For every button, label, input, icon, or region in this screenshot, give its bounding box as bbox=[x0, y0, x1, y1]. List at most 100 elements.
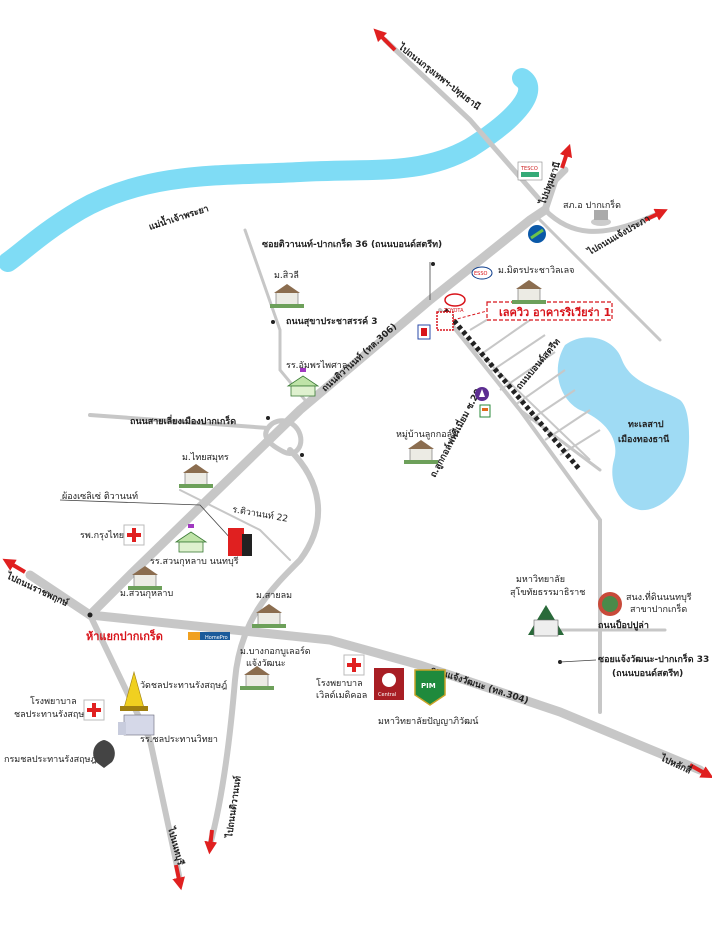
label-silili: ม.สิวลี bbox=[274, 270, 299, 281]
roads bbox=[25, 37, 705, 883]
project-pointer-box bbox=[436, 311, 454, 331]
label-condo: ผ้องเซลิเซ่ ติวานนท์ bbox=[62, 490, 138, 502]
house-icon bbox=[270, 284, 304, 308]
arrow-bottom-mid bbox=[204, 829, 218, 855]
label-suan-village: ม.สวนกุหลาบ bbox=[120, 589, 173, 599]
lake bbox=[557, 337, 690, 511]
pagoda-icon bbox=[120, 670, 148, 711]
road-soi36 bbox=[243, 228, 307, 402]
label-hosp-world-a: โรงพยาบาล bbox=[316, 678, 363, 689]
school-icon bbox=[286, 368, 320, 397]
project-leader bbox=[452, 310, 488, 321]
label-luk-golf: หมู่บ้านลูกกอล์ฟ bbox=[396, 428, 459, 440]
label-sailom: ม.สายลม bbox=[256, 591, 292, 601]
label-hosp-chon-a: โรงพยาบาล bbox=[30, 696, 77, 707]
road-label-tiwanon: ถนนติวานนท์ (ทล.306) bbox=[319, 320, 399, 394]
label-mitr: ม.มิตรประชาวิลเลจ bbox=[498, 265, 574, 276]
house-icon bbox=[179, 464, 213, 488]
road-bypass-west bbox=[88, 413, 270, 430]
leader-lines bbox=[59, 262, 597, 663]
river bbox=[0, 68, 539, 272]
dir-bottom-left: ไปนนทบุรี bbox=[165, 825, 187, 867]
label-land-a: สนง.ที่ดินนนทบุรี bbox=[626, 590, 692, 603]
road-label-popular: ถนนป็อปปูล่า bbox=[598, 618, 649, 631]
hospital-icons bbox=[83, 524, 365, 721]
road-top bbox=[382, 37, 543, 203]
seven-eleven-logo bbox=[479, 404, 491, 418]
arrow-pracha bbox=[644, 208, 668, 222]
hospital-cross-icon bbox=[83, 699, 105, 721]
house-icon bbox=[128, 566, 162, 590]
label-hosp-world-b: เวิลด์เมดิคอล bbox=[316, 689, 367, 701]
svg-text:ESSO: ESSO bbox=[474, 271, 488, 277]
svg-text:TESCO: TESCO bbox=[520, 166, 538, 172]
garuda-icon bbox=[93, 740, 115, 768]
river-label: แม่น้ำเจ้าพระยา bbox=[147, 201, 210, 233]
road-south bbox=[87, 612, 183, 883]
central-logo: Central bbox=[374, 668, 404, 700]
road-label-bypass: ถนนสายเลี่ยงเมืองปากเกร็ด bbox=[130, 414, 236, 427]
stou-building-icon bbox=[528, 605, 564, 637]
label-school-um: รร.อัมพรไพศาล bbox=[286, 360, 347, 371]
arrow-bottom-left bbox=[172, 864, 185, 891]
direction-arrows bbox=[2, 28, 712, 891]
label-thai-samut: ม.ไทยสมุทร bbox=[182, 452, 229, 463]
dir-bottom-mid: ไปถนนติวานนท์ bbox=[223, 775, 244, 839]
label-school-suan: รร.สวนกุหลาบ นนทบุรี bbox=[150, 556, 239, 567]
label-boulevard-a: ม.บางกอกบูเลอร์ด bbox=[240, 645, 311, 657]
condo-building-icon bbox=[228, 528, 252, 556]
arrow-top bbox=[373, 28, 397, 52]
school-building-icon bbox=[118, 714, 155, 736]
label-land-b: สาขาปากเกร็ด bbox=[630, 602, 687, 615]
lake-label: ทะเลสาป bbox=[628, 419, 664, 430]
road-bypass bbox=[207, 447, 322, 848]
road-label-soi22: ร.ติวานนท์ 22 bbox=[231, 503, 288, 525]
label-stou-b: สุโขทัยธรรมาธิราช bbox=[510, 587, 585, 598]
label-hosp-chon-b: ชลประทานรังสฤษฎ์ bbox=[14, 708, 90, 720]
arrow-right bbox=[689, 763, 712, 779]
road-east bbox=[538, 218, 662, 342]
ptt-logo bbox=[528, 225, 546, 243]
road-bond bbox=[438, 308, 602, 714]
house-icon bbox=[512, 280, 546, 304]
toyota-logo: TOYOTA bbox=[443, 293, 466, 314]
house-icon bbox=[404, 440, 438, 464]
label-pim: มหาวิทยาลัยปัญญาภิวัฒน์ bbox=[378, 715, 478, 727]
hospital-cross-icon bbox=[123, 524, 145, 546]
label-school-chon: รร.ชลประทานวิทยา bbox=[140, 734, 218, 745]
flag-logo bbox=[417, 324, 431, 340]
road-tiwanon bbox=[85, 205, 550, 620]
gas-station-logo bbox=[475, 387, 489, 401]
svg-text:HomePro: HomePro bbox=[205, 635, 228, 641]
svg-text:PIM: PIM bbox=[421, 682, 436, 690]
project-road bbox=[443, 308, 582, 472]
pim-logo: PIM bbox=[414, 669, 446, 706]
house-icon bbox=[252, 604, 286, 628]
road-bypass-ring bbox=[263, 418, 304, 456]
dir-top: ไปถนนกรุงเทพฯ-ปทุมธานี bbox=[395, 40, 483, 113]
house-icon bbox=[240, 666, 274, 690]
house-icons bbox=[128, 280, 546, 690]
lake-label-2: เมืองทองธานี bbox=[618, 433, 670, 445]
label-hosp-krungthai: รพ.กรุงไทย bbox=[80, 530, 124, 541]
tesco-logo: TESCO bbox=[517, 161, 543, 181]
homepro-logo: HomePro bbox=[188, 632, 230, 641]
police-logo bbox=[591, 210, 611, 226]
road-label-bond: ถนนบอนด์สตรีท bbox=[513, 336, 563, 392]
road-chaeng bbox=[25, 570, 705, 775]
esso-logo: ESSO bbox=[471, 266, 493, 280]
school-icon bbox=[174, 524, 208, 553]
road-label-suksa: ถนนสุขาประชาสรรค์ 3 bbox=[286, 315, 378, 327]
label-wat: วัดชลประทานรังสฤษฎ์ bbox=[140, 679, 227, 691]
road-label-soi33-b: (ถนนบอนด์สตรีท) bbox=[612, 667, 683, 679]
svg-text:Central: Central bbox=[378, 692, 396, 698]
hospital-cross-icon bbox=[343, 654, 365, 676]
label-stou-a: มหาวิทยาลัย bbox=[516, 574, 565, 585]
label-pakkret-junction: ห้าแยกปากเกร็ด bbox=[86, 629, 163, 643]
label-irrigation: กรมชลประทานรังสฤษฎ์ bbox=[4, 753, 97, 765]
road-lake-side bbox=[518, 408, 602, 472]
label-police: สภ.อ ปากเกร็ด bbox=[563, 198, 621, 211]
junction-dots bbox=[87, 262, 562, 664]
